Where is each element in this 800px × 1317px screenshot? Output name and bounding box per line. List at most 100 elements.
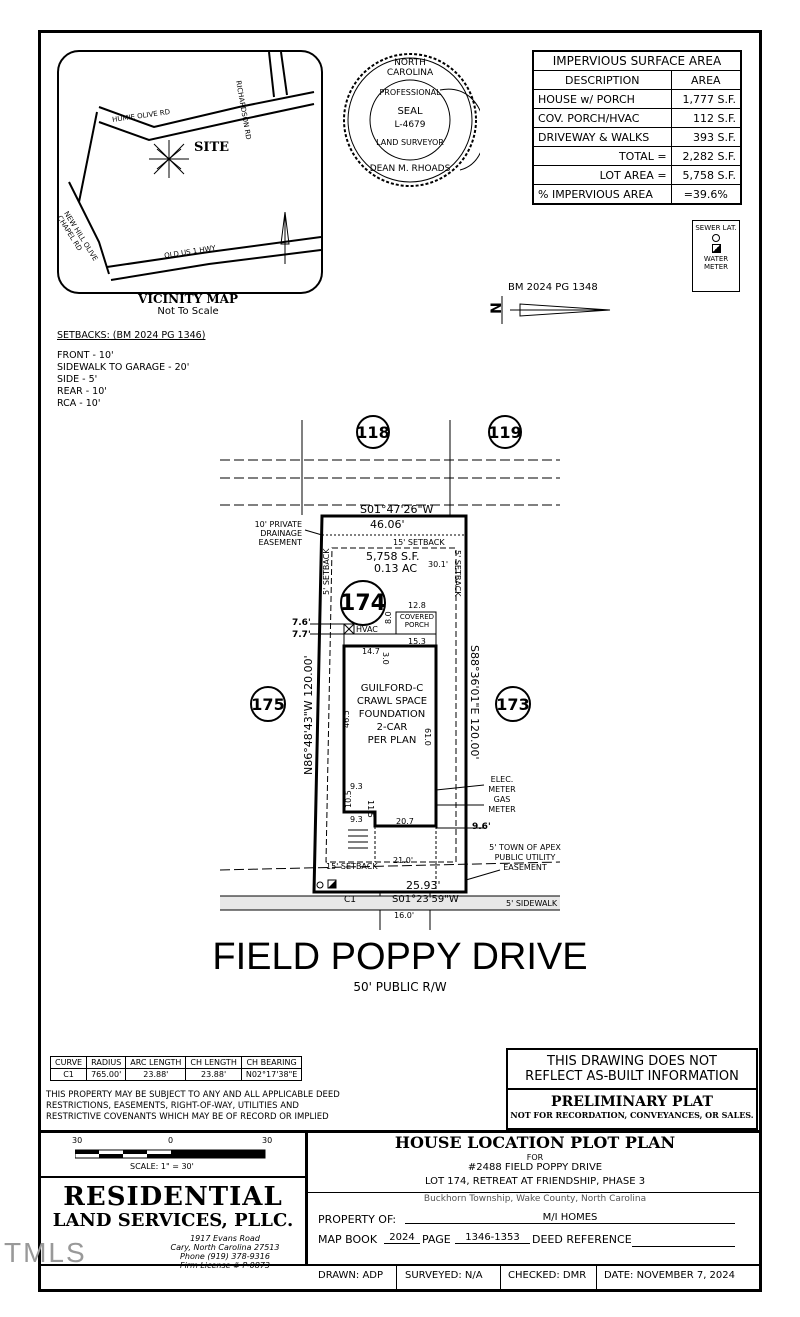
table-cell: 23.88' [185,1068,242,1081]
sewer-label: SEWER LAT. [695,224,737,232]
dim-16-0: 16.0' [394,911,415,920]
table-cell: TOTAL = [532,146,672,166]
table-header: ARC LENGTH [125,1056,187,1069]
meters-label: ELEC. METER GAS METER [488,775,516,814]
house-line: 2-CAR [376,722,408,733]
rear-setback: 15' SETBACK [393,538,445,547]
sidewalk-label: 5' SIDEWALK [506,899,558,908]
dim-12-8: 12.8 [408,601,426,610]
watermark-logo: TMLS [4,1237,87,1268]
seal-name: DEAN M. RHOADS [369,164,451,174]
checked-by: CHECKED: DMR [508,1270,587,1281]
page-label: PAGE [422,1233,451,1246]
dim-7-7: 7.7' [292,630,311,640]
house-line: CRAWL SPACE [356,696,428,707]
footer-divider [396,1264,397,1290]
north-arrow-icon [501,296,611,324]
table-header: CH BEARING [240,1056,303,1069]
lot-area-sf: 5,758 S.F. [366,550,420,563]
table-cell: % IMPERVIOUS AREA [532,184,672,205]
vicinity-map: HUMIE OLIVE RD RICHARDSON RD NEW HILL OL… [57,50,323,294]
table-cell: =39.6% [670,184,742,205]
water-meter-icon [711,244,721,253]
surveyor-seal: NORTH CAROLINA PROFESSIONAL SEAL L-4679 … [340,50,486,190]
mapbook-value: 2024 [384,1232,420,1244]
front-bearing: S01°23'59"W [392,894,459,905]
seal-state: NORTH CAROLINA [386,58,434,78]
site-label: SITE [194,140,230,155]
table-row: % IMPERVIOUS AREA=39.6% [532,184,742,205]
covered-porch: COVERED PORCH [399,613,435,629]
prelim-sub: NOT FOR RECORDATION, CONVEYANCES, OR SAL… [510,1110,754,1120]
address-line: Cary, North Carolina 27513 [170,1243,280,1252]
right-lot-line: S88°36'01"E 120.00' [468,645,481,760]
title-block [40,1130,760,1290]
title-divider [40,1264,760,1266]
left-lot-line: N86°48'43"W 120.00' [302,655,315,775]
scale-mid: 0 [168,1136,174,1145]
address-line: 1917 Evans Road [190,1234,260,1243]
dim-30-1: 30.1' [428,560,449,569]
scale-label: SCALE: 1" = 30' [130,1162,194,1171]
table-cell: 765.00' [86,1068,127,1081]
plan-township: Buckhorn Township, Wake County, North Ca… [423,1194,647,1204]
lot-118: 118 [356,415,390,449]
seal-professional: PROFESSIONAL [379,88,441,97]
footer-divider [500,1264,501,1290]
lot-175: 175 [250,686,286,722]
dim-15-3: 15.3 [408,637,426,646]
house-line: FOUNDATION [358,709,426,720]
plan-address: #2488 FIELD POPPY DRIVE [467,1162,603,1173]
setbacks-title: SETBACKS: (BM 2024 PG 1346) [57,330,206,341]
scale-bar-icon [75,1149,266,1159]
north-arrow-small-icon [280,211,290,264]
sewer-icon [712,234,720,242]
table-cell: COV. PORCH/HVAC [532,108,672,128]
table-cell: C1 [49,1068,88,1081]
lot-174: 174 [340,580,386,626]
dim-46-5: 46.5 [342,710,351,728]
disclaimer: THIS PROPERTY MAY BE SUBJECT TO ANY AND … [46,1090,340,1122]
table-header: DESCRIPTION [532,70,672,90]
title-divider [305,1192,760,1193]
rear-distance: 46.06' [370,518,405,531]
notice-line-1: THIS DRAWING DOES NOT [547,1054,717,1069]
side-setback-right: 5' SETBACK [453,550,462,597]
phone: Phone (919) 378-9316 [180,1252,270,1261]
surveyed-by: SURVEYED: N/A [405,1270,483,1281]
lot-173: 173 [495,686,531,722]
notice-line-2: REFLECT AS-BUILT INFORMATION [525,1069,739,1084]
dim-14-7: 14.7 [362,647,380,656]
mapbook-label: MAP BOOK [318,1233,378,1246]
side-setback-left: 5' SETBACK [322,548,331,595]
dim-9-3-top: 9.3 [350,782,363,791]
deed-label: DEED REFERENCE [532,1233,632,1246]
dim-8-0: 8.0 [384,611,393,624]
drawing-frame [38,30,762,1292]
plan-date: DATE: NOVEMBER 7, 2024 [604,1270,736,1281]
table-header: CH LENGTH [185,1056,242,1069]
north-reference: BM 2024 PG 1348 [508,282,598,293]
dim-21-0: 21.0' [393,856,414,865]
table-cell: 23.88' [125,1068,187,1081]
table-header: RADIUS [86,1056,127,1069]
impervious-title: IMPERVIOUS SURFACE AREA [532,50,742,71]
property-value: M/I HOMES [405,1212,735,1224]
property-label: PROPERTY OF: [318,1213,397,1226]
dim-3-0: 3.0 [381,652,390,665]
table-cell: 393 S.F. [670,127,742,147]
drawn-by: DRAWN: ADP [318,1270,384,1281]
hvac-label: HVAC [356,625,378,634]
table-row: TOTAL =2,282 S.F. [532,146,742,166]
house-line: PER PLAN [367,735,417,746]
lot-area-ac: 0.13 AC [374,562,418,575]
utility-easement: 5' TOWN OF APEX PUBLIC UTILITY EASEMENT [489,843,561,872]
plan-lot: LOT 174, RETREAT AT FRIENDSHIP, PHASE 3 [424,1176,646,1187]
dim-20-7: 20.7 [396,817,414,826]
house-description: GUILFORD-C CRAWL SPACE FOUNDATION 2-CAR … [350,682,434,747]
list-item: RCA - 10' [57,398,101,409]
seal-number: L-4679 [394,120,426,130]
drainage-easement: 10' PRIVATE DRAINAGE EASEMENT [254,520,302,547]
